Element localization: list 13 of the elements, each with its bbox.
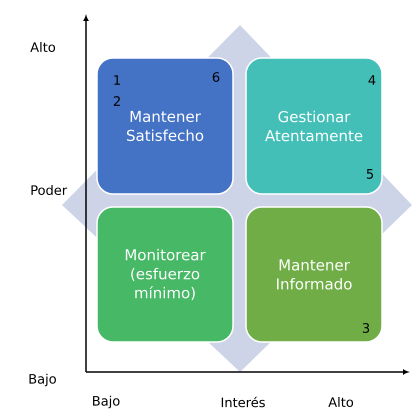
axis-label: Bajo (29, 374, 56, 386)
axis-label: Bajo (93, 396, 120, 408)
quadrant-box: Monitorear (esfuerzo mínimo) (96, 206, 234, 343)
priority-number: 4 (368, 75, 376, 85)
axis-label: Alto (30, 42, 56, 52)
axis-label: Poder (31, 184, 68, 196)
priority-number: 5 (366, 169, 373, 179)
priority-number: 1 (114, 75, 120, 85)
axis-label: Interés (222, 396, 265, 408)
priority-number: 6 (212, 72, 220, 82)
axis-label: Alto (328, 396, 354, 408)
priority-number: 2 (114, 96, 120, 106)
priority-number: 3 (362, 323, 370, 333)
